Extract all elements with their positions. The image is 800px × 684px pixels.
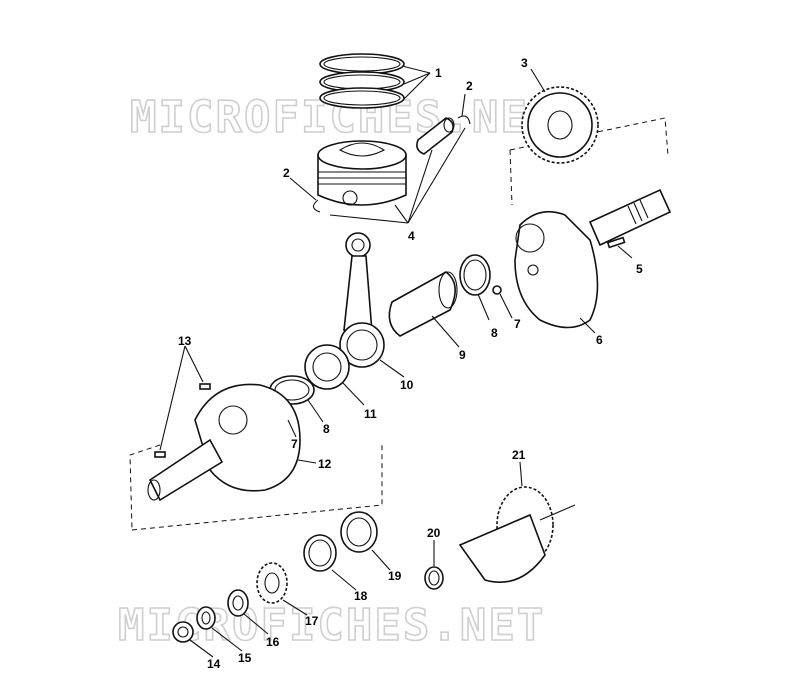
- callout-14: 14: [207, 657, 221, 671]
- callout-15: 15: [238, 651, 252, 665]
- callout-8-left: 8: [323, 422, 330, 436]
- callout-18: 18: [354, 589, 368, 603]
- connecting-rod: [339, 232, 385, 368]
- callout-7-left: 7: [291, 437, 298, 451]
- callout-20: 20: [427, 526, 441, 540]
- hex-nut: [172, 621, 194, 643]
- crankshaft-right: [514, 188, 672, 329]
- callout-5: 5: [636, 262, 643, 276]
- callout-10: 10: [400, 378, 414, 392]
- drive-sprocket: [256, 562, 288, 604]
- lock-nut: [227, 589, 249, 617]
- callout-17: 17: [305, 614, 319, 628]
- callout-6: 6: [596, 333, 603, 347]
- circlip-right: [457, 115, 471, 125]
- callout-21: 21: [512, 448, 526, 462]
- callout-1: 1: [435, 66, 442, 80]
- callout-19: 19: [388, 569, 402, 583]
- flat-washer: [196, 606, 216, 630]
- woodruff-key-lower: [154, 451, 166, 458]
- callout-labels: 1 2 2 3 4 5 6 7 8 9 10 11 13 8 7 12 21 2…: [178, 56, 643, 671]
- callout-11: 11: [364, 407, 377, 421]
- callout-7-right: 7: [514, 317, 521, 331]
- circlip-left: [312, 199, 321, 213]
- ball-right: [492, 285, 502, 295]
- alignment-line-top: [509, 117, 669, 156]
- crankshaft-left: [147, 383, 301, 502]
- thrust-washer-right: [459, 254, 491, 296]
- balancer-shaft: [458, 486, 576, 584]
- callout-8-right: 8: [491, 326, 498, 340]
- callout-9: 9: [459, 348, 466, 362]
- callout-4: 4: [408, 229, 415, 243]
- alignment-line-top-left: [509, 149, 513, 206]
- piston: [317, 140, 407, 206]
- alignment-line-left: [129, 444, 161, 531]
- crank-pin: [388, 271, 458, 337]
- leader-lines: [159, 65, 633, 658]
- callout-2-left: 2: [283, 166, 290, 180]
- balancer-washer: [424, 566, 444, 590]
- callout-13: 13: [178, 334, 192, 348]
- piston-pin: [416, 117, 455, 155]
- alignment-line-bottom: [131, 445, 383, 531]
- callout-12: 12: [318, 457, 332, 471]
- callout-3: 3: [521, 56, 528, 70]
- needle-bearing: [304, 344, 350, 390]
- piston-rings: [319, 53, 405, 109]
- woodruff-key-upper: [199, 383, 211, 390]
- crank-gear: [521, 86, 599, 164]
- callout-16: 16: [266, 635, 280, 649]
- callout-2-right: 2: [466, 79, 473, 93]
